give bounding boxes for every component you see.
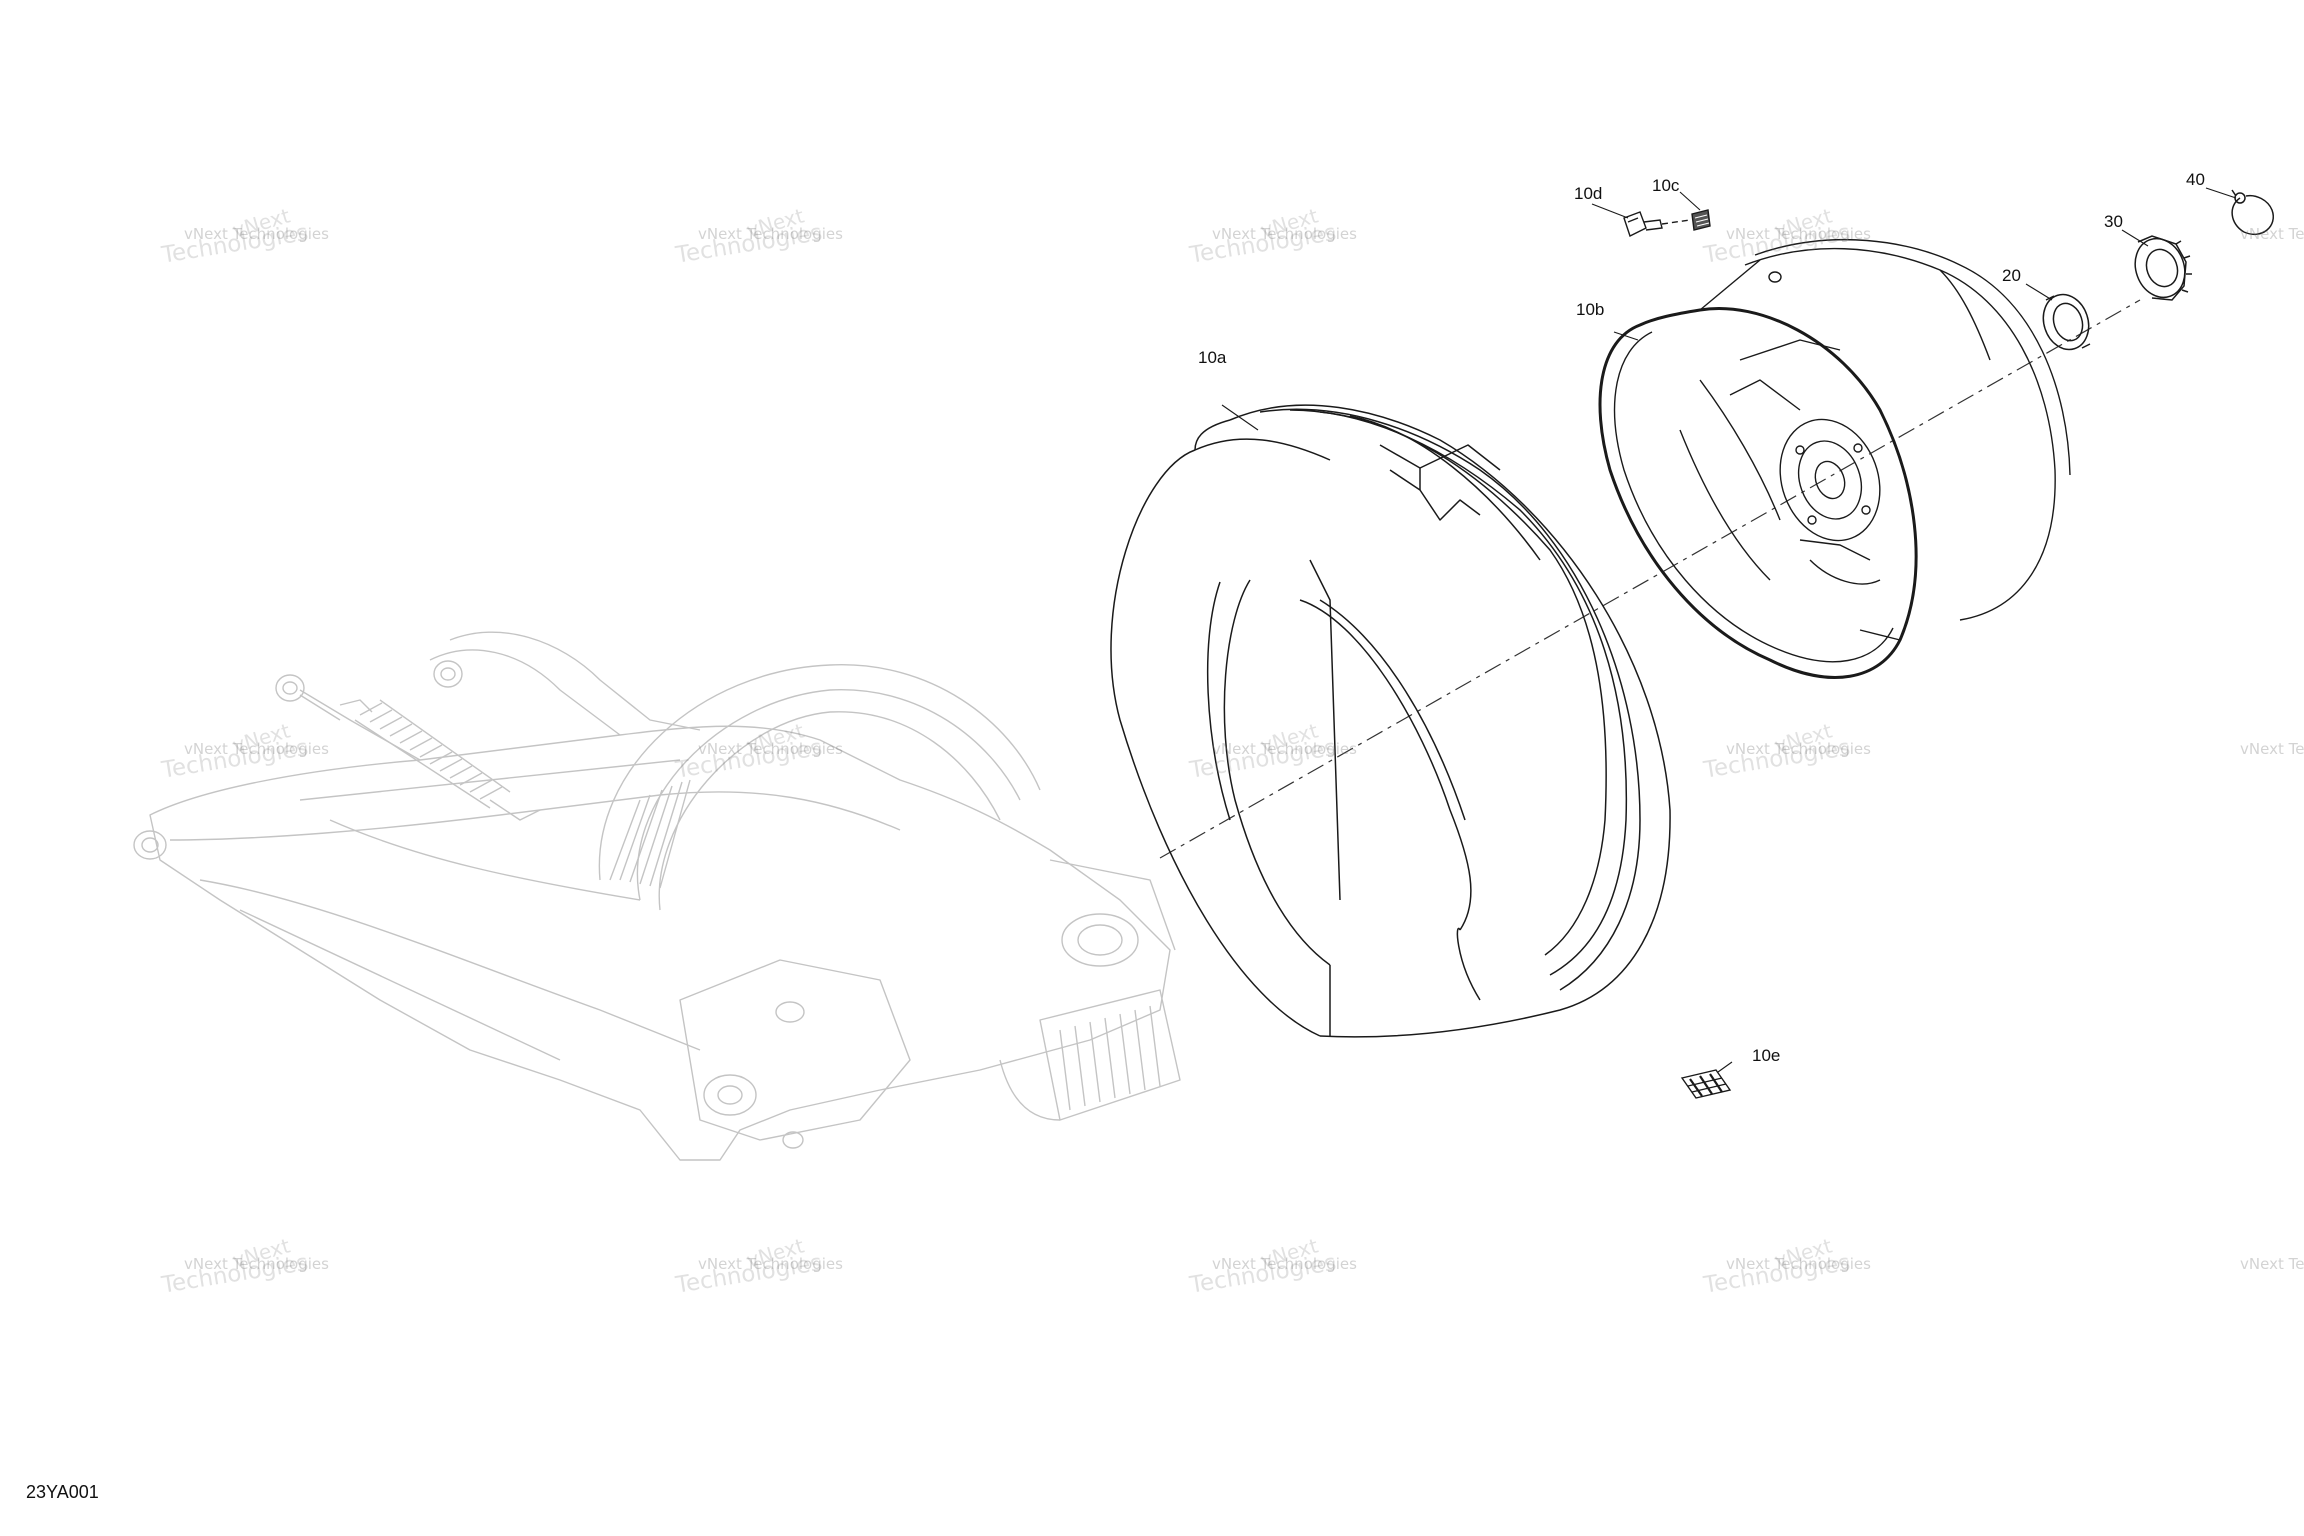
callout-10b: 10b — [1576, 300, 1605, 319]
wheel-rim — [1598, 238, 2071, 679]
valve-stem — [1691, 209, 1711, 231]
balance-weight — [1680, 1069, 1732, 1099]
swingarm-assembly — [133, 631, 1181, 1161]
callout-40: 40 — [2186, 170, 2205, 189]
axle-centerline — [1159, 299, 2141, 859]
castle-nut — [2134, 235, 2192, 301]
shock-absorber — [275, 674, 541, 821]
callout-10d: 10d — [1574, 184, 1603, 203]
valve-screw — [1623, 211, 1691, 237]
callout-10a: 10a — [1198, 348, 1227, 367]
leader-lines — [1221, 187, 2237, 1073]
callout-10e: 10e — [1752, 1046, 1781, 1065]
callout-30: 30 — [2104, 212, 2123, 231]
callout-20: 20 — [2002, 266, 2021, 285]
figure-id: 23YA001 — [26, 1482, 99, 1502]
cotter-pin — [2231, 189, 2275, 235]
washer — [2042, 293, 2091, 351]
callout-10c: 10c — [1652, 176, 1680, 195]
tire — [1110, 404, 1671, 1038]
